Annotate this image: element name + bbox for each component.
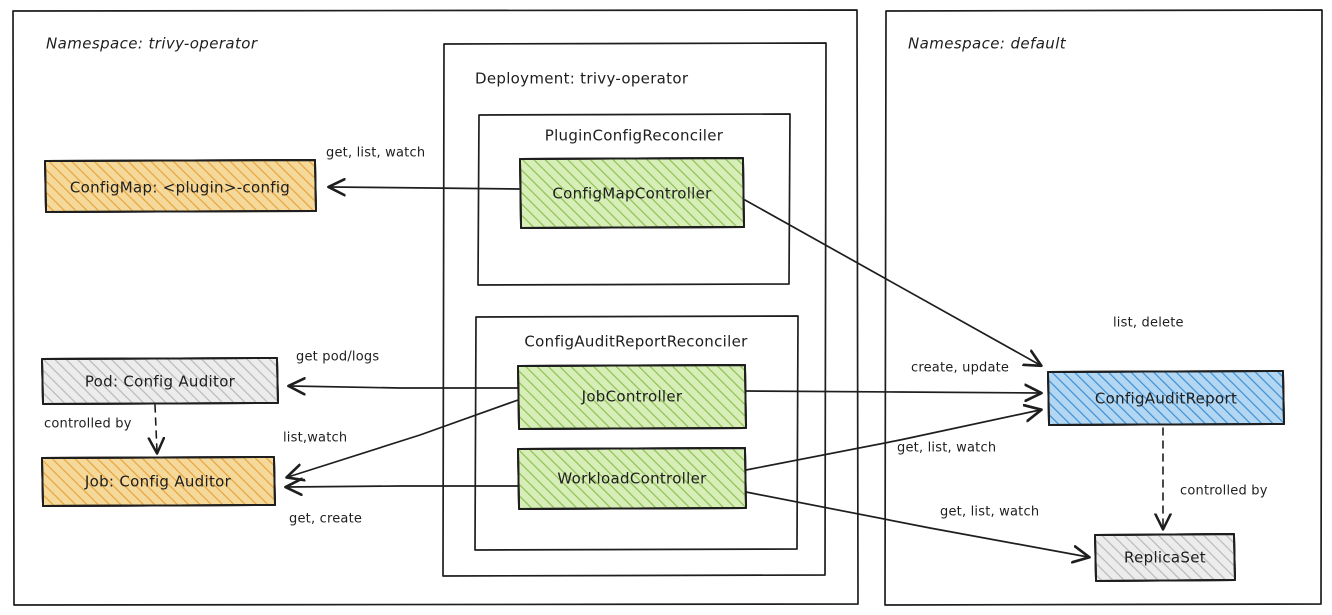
plugin-config-reconciler-label: PluginConfigReconciler	[545, 127, 724, 145]
node-jobcontroller[interactable]: JobController	[517, 364, 747, 430]
edge-configauditreport-to-replicaset: controlled by	[1163, 427, 1268, 528]
namespace-default-label: Namespace: default	[908, 35, 1067, 53]
node-pod-label: Pod: Config Auditor	[85, 373, 236, 391]
edge-configmapcontroller-to-configauditreport: list, delete	[744, 199, 1184, 365]
node-jobcontroller-label: JobController	[581, 388, 683, 406]
edge-jobcontroller-to-configauditreport: create, update	[745, 361, 1040, 394]
edge-jobcontroller-to-pod: get pod/logs	[290, 350, 519, 389]
edge-label-get-pod-logs: get pod/logs	[296, 350, 379, 365]
node-job[interactable]: Job: Config Auditor	[41, 456, 276, 507]
node-configauditreport[interactable]: ConfigAuditReport	[1047, 370, 1285, 426]
edge-label-list-watch: list,watch	[283, 431, 347, 446]
edge-label-get-list-watch-car: get, list, watch	[897, 441, 996, 456]
edge-label-list-delete: list, delete	[1113, 316, 1184, 331]
node-pod[interactable]: Pod: Config Auditor	[41, 357, 279, 405]
edge-workloadcontroller-to-replicaset: get, list, watch	[745, 491, 1088, 557]
edge-workloadcontroller-to-configauditreport: get, list, watch	[745, 410, 1040, 471]
plugin-config-reconciler-container: PluginConfigReconciler	[477, 113, 791, 286]
edge-label-get-create: get, create	[289, 512, 362, 527]
edge-label-get-list-watch-configmap: get, list, watch	[326, 146, 425, 161]
deployment-container: Deployment: trivy-operator	[442, 42, 827, 577]
config-audit-report-reconciler-container: ConfigAuditReportReconciler	[474, 315, 799, 551]
node-workloadcontroller-label: WorkloadController	[557, 470, 707, 488]
node-configmap[interactable]: ConfigMap: <plugin>-config	[44, 159, 317, 213]
namespace-trivy-operator: Namespace: trivy-operator	[12, 9, 859, 606]
node-replicaset-label: ReplicaSet	[1124, 549, 1206, 567]
node-configmap-label: ConfigMap: <plugin>-config	[70, 179, 290, 197]
deployment-container-label: Deployment: trivy-operator	[475, 70, 689, 88]
namespace-trivy-operator-label: Namespace: trivy-operator	[46, 35, 258, 53]
edge-label-controlled-by-job: controlled by	[44, 417, 132, 432]
edge-configmapcontroller-to-configmap: get, list, watch	[326, 146, 520, 190]
node-configauditreport-label: ConfigAuditReport	[1095, 390, 1237, 408]
edge-label-controlled-by-replicaset: controlled by	[1180, 484, 1268, 499]
config-audit-report-reconciler-label: ConfigAuditReportReconciler	[524, 333, 748, 351]
edge-jobcontroller-to-job: list,watch	[283, 399, 519, 477]
node-job-label: Job: Config Auditor	[84, 473, 232, 491]
node-configmapcontroller-label: ConfigMapController	[552, 185, 712, 203]
edge-label-get-list-watch-rs: get, list, watch	[940, 505, 1039, 520]
namespace-default: Namespace: default	[884, 9, 1323, 606]
node-workloadcontroller[interactable]: WorkloadController	[517, 447, 747, 510]
node-replicaset[interactable]: ReplicaSet	[1094, 533, 1236, 582]
edge-label-create-update: create, update	[911, 361, 1009, 376]
node-configmapcontroller[interactable]: ConfigMapController	[519, 157, 745, 229]
edge-pod-to-job: controlled by	[44, 404, 157, 452]
edge-workloadcontroller-to-job: get, create	[287, 486, 519, 527]
